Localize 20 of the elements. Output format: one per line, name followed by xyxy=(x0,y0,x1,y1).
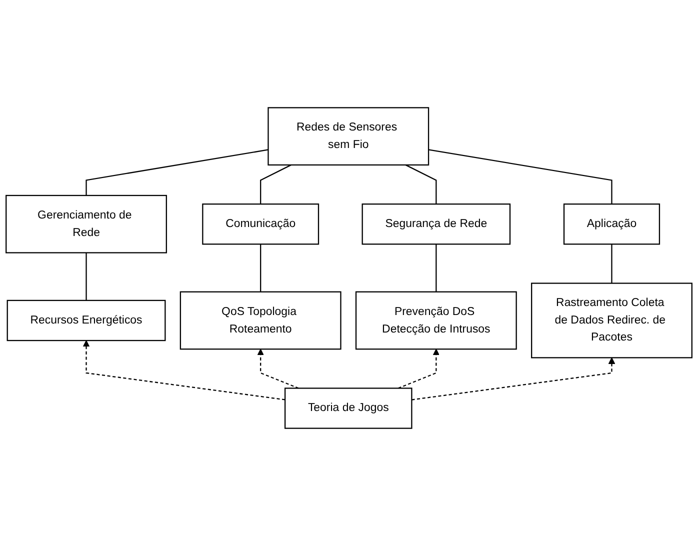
node-box: Redes de Sensores sem Fio xyxy=(268,107,430,166)
node-box: Segurança de Rede xyxy=(362,204,511,245)
arrow xyxy=(398,348,440,389)
node-box: QoS Topologia Roteamento xyxy=(180,291,342,350)
arrow xyxy=(412,357,616,400)
connector xyxy=(436,244,437,292)
node-box: Comunicação xyxy=(202,204,320,245)
connector xyxy=(86,252,87,300)
connector xyxy=(611,244,612,284)
node-box: Aplicação xyxy=(563,204,660,245)
arrow xyxy=(82,340,286,400)
node-box: Prevenção DoS Detecção de Intrusos xyxy=(355,291,517,350)
node-box: Gerenciamento de Rede xyxy=(6,194,167,254)
connector xyxy=(428,149,612,204)
connector xyxy=(260,244,262,292)
node-box: Rastreamento Coleta de Dados Redirec. de Pacotes xyxy=(531,282,692,358)
node-box: Teoria de Jogos xyxy=(284,388,412,429)
node-box: Recursos Energéticos xyxy=(6,300,166,342)
connector xyxy=(86,149,268,196)
arrow xyxy=(257,348,299,389)
